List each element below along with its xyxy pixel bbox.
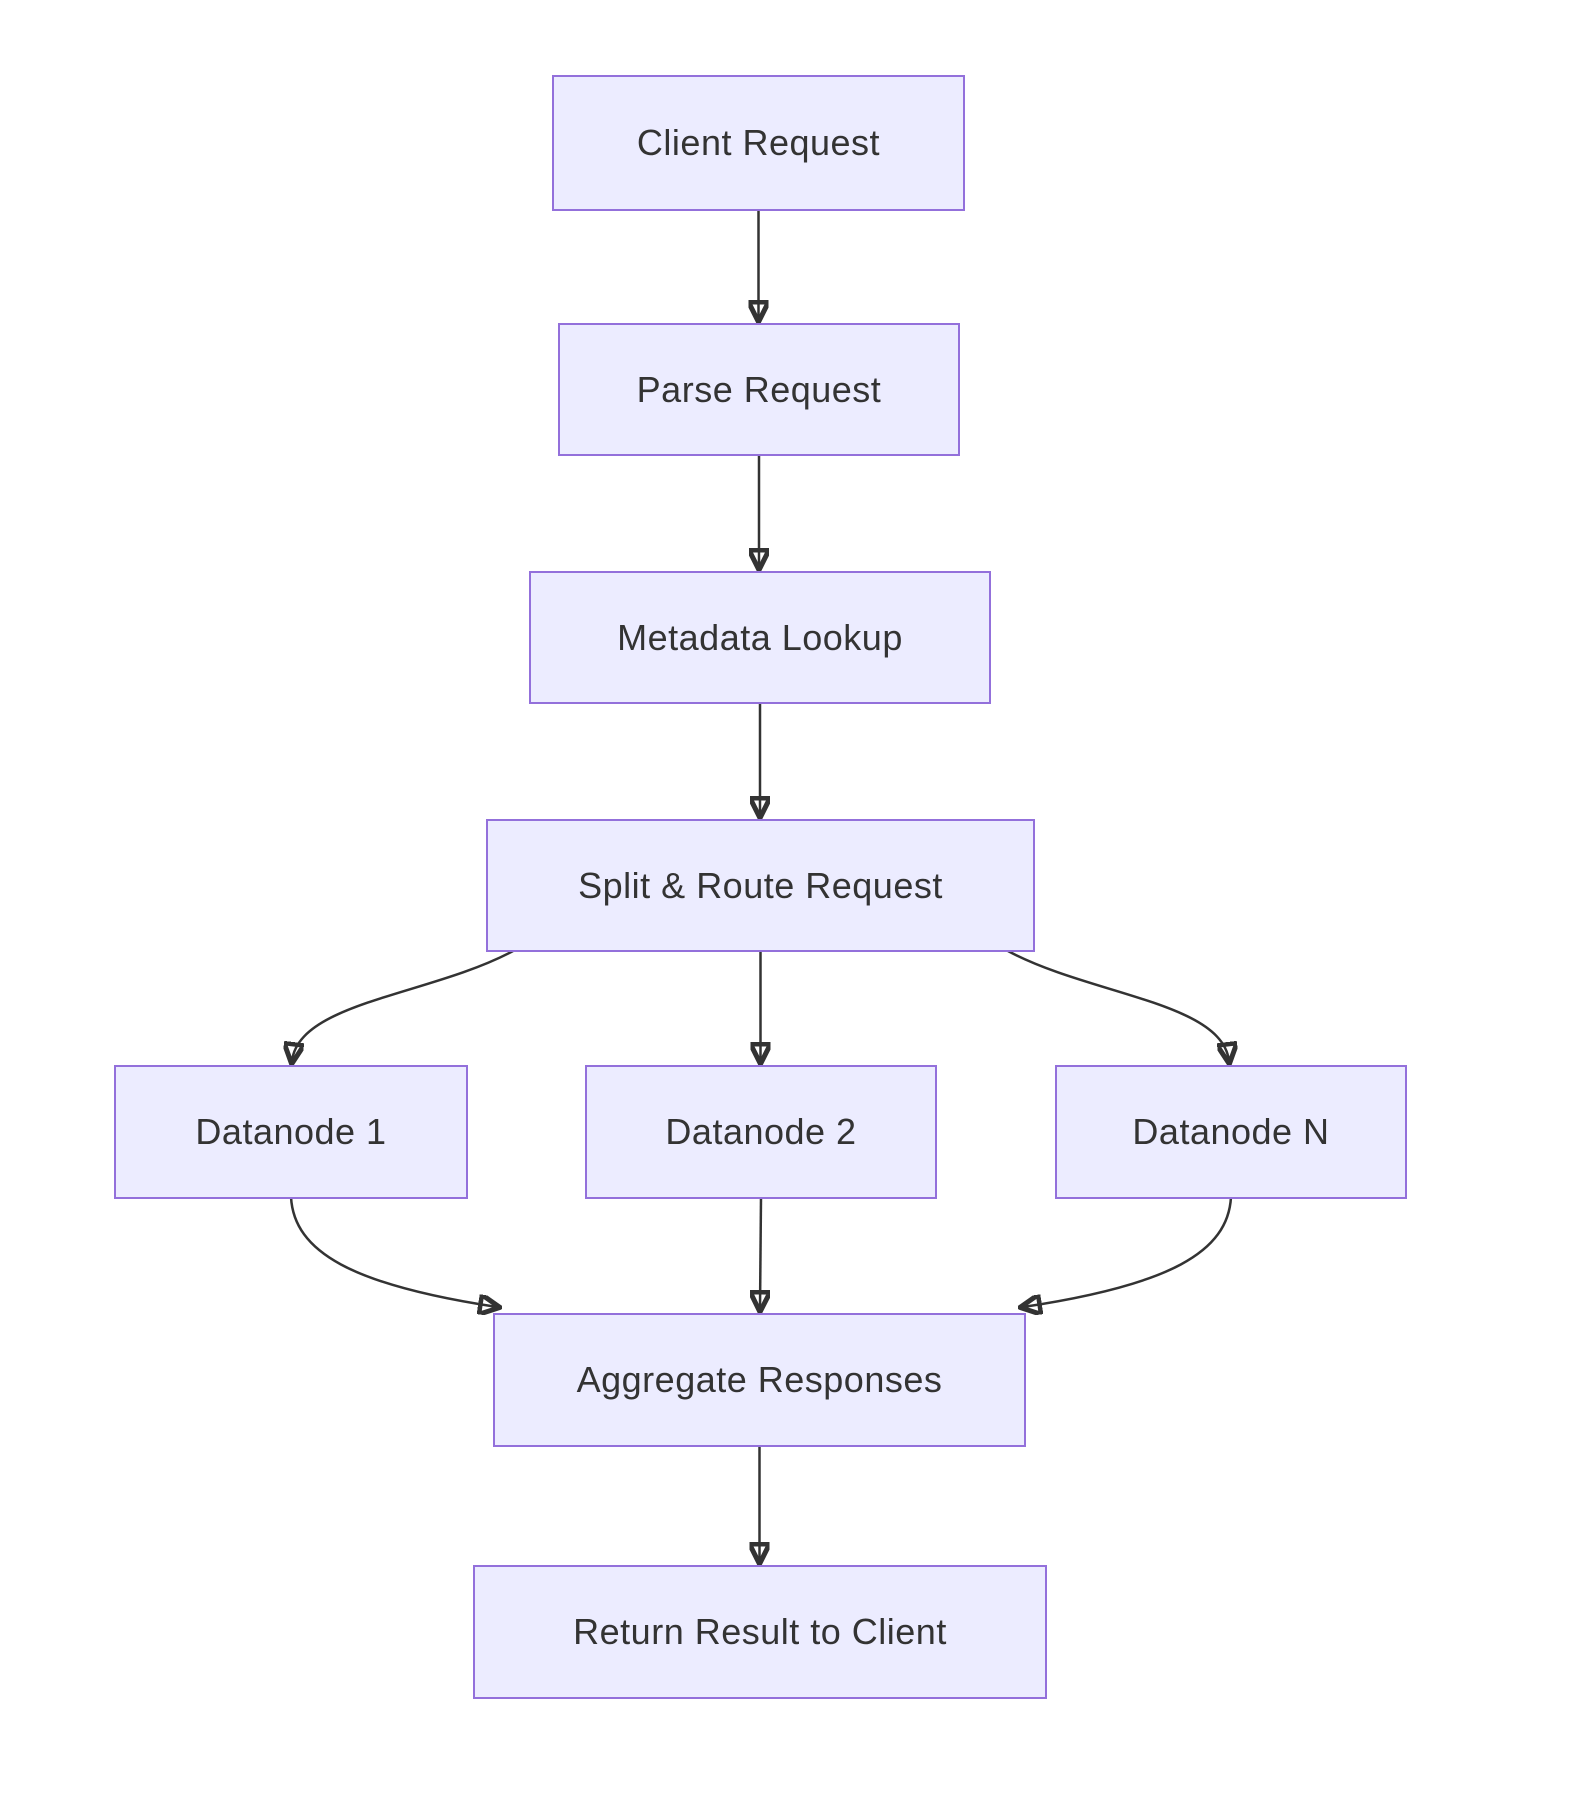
node-parse-request: Parse Request	[558, 323, 960, 456]
node-label: Datanode 2	[665, 1111, 857, 1153]
node-datanode-2: Datanode 2	[585, 1065, 937, 1199]
node-metadata-lookup: Metadata Lookup	[529, 571, 991, 704]
node-label: Aggregate Responses	[576, 1359, 943, 1401]
edge-split-to-datanode-n	[1007, 949, 1229, 1061]
node-label: Client Request	[636, 122, 881, 164]
edge-split-to-datanode-1	[292, 949, 514, 1061]
node-label: Datanode N	[1132, 1111, 1330, 1153]
node-label: Metadata Lookup	[617, 616, 903, 658]
node-datanode-n: Datanode N	[1055, 1065, 1407, 1199]
node-datanode-1: Datanode 1	[114, 1065, 468, 1199]
node-aggregate-responses: Aggregate Responses	[493, 1313, 1026, 1447]
edge-datanode-2-to-aggregate	[760, 1196, 761, 1309]
node-label: Return Result to Client	[573, 1611, 947, 1653]
edge-datanode-n-to-aggregate	[1023, 1196, 1233, 1307]
node-split-route-request: Split & Route Request	[486, 819, 1035, 952]
node-client-request: Client Request	[552, 75, 965, 211]
node-label: Split & Route Request	[578, 864, 943, 906]
edge-datanode-1-to-aggregate	[289, 1196, 497, 1307]
node-label: Parse Request	[636, 368, 882, 410]
node-label: Datanode 1	[195, 1111, 387, 1153]
node-return-result-to-client: Return Result to Client	[473, 1565, 1047, 1699]
